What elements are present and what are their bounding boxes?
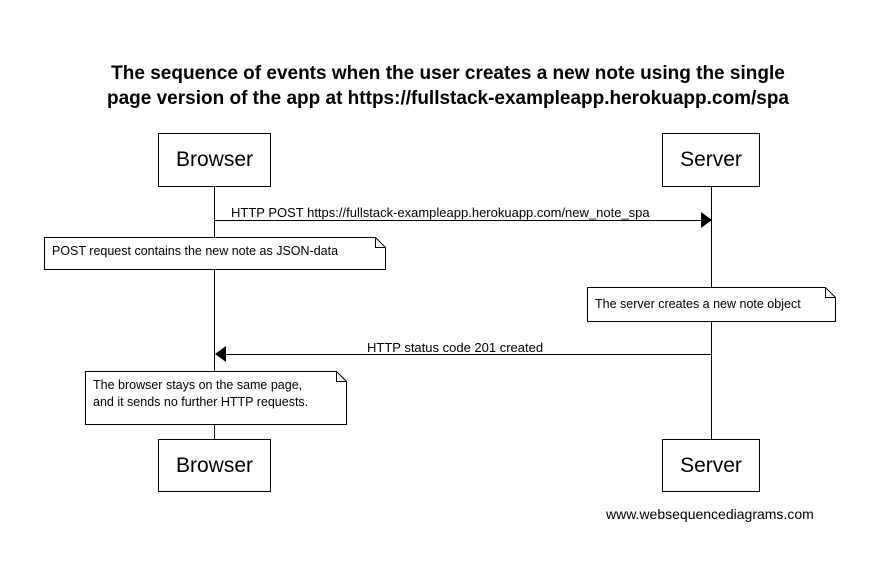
server-actor-bottom-label: Server xyxy=(680,453,742,477)
server-actor-bottom: Server xyxy=(662,439,760,492)
title-line-1: The sequence of events when the user cre… xyxy=(111,63,785,84)
note-frame xyxy=(44,237,386,270)
message-label-post: HTTP POST https://fullstack-exampleapp.h… xyxy=(231,205,650,220)
diagram-title: The sequence of events when the user cre… xyxy=(0,61,896,111)
browser-actor-bottom: Browser xyxy=(158,439,271,492)
arrowhead-to-server xyxy=(701,212,712,228)
note-browser-stays-line-2: and it sends no further HTTP requests. xyxy=(93,395,309,409)
browser-actor-bottom-label: Browser xyxy=(175,453,254,477)
browser-actor-top: Browser xyxy=(158,133,271,187)
note-server-creates-text: The server creates a new note object xyxy=(595,297,801,311)
server-actor-top-label: Server xyxy=(680,148,742,171)
arrowhead-to-browser xyxy=(215,346,226,362)
note-browser-stays-line-1: The browser stays on the same page, xyxy=(93,378,303,392)
message-line-201 xyxy=(225,354,711,355)
message-label-201: HTTP status code 201 created xyxy=(367,340,544,355)
note-server-creates: The server creates a new note object xyxy=(587,287,836,322)
note-frame xyxy=(587,287,836,322)
note-json-data: POST request contains the new note as JS… xyxy=(44,237,386,270)
watermark: www.websequencediagrams.com xyxy=(606,506,814,522)
title-line-2: page version of the app at https://fulls… xyxy=(106,88,790,109)
note-browser-stays: The browser stays on the same page, and … xyxy=(85,371,347,425)
note-json-data-text: POST request contains the new note as JS… xyxy=(52,244,339,258)
browser-lifeline xyxy=(214,187,215,439)
server-actor-top: Server xyxy=(662,133,760,187)
browser-actor-top-label: Browser xyxy=(175,148,254,171)
message-line-post xyxy=(214,220,701,221)
note-frame xyxy=(85,371,347,425)
